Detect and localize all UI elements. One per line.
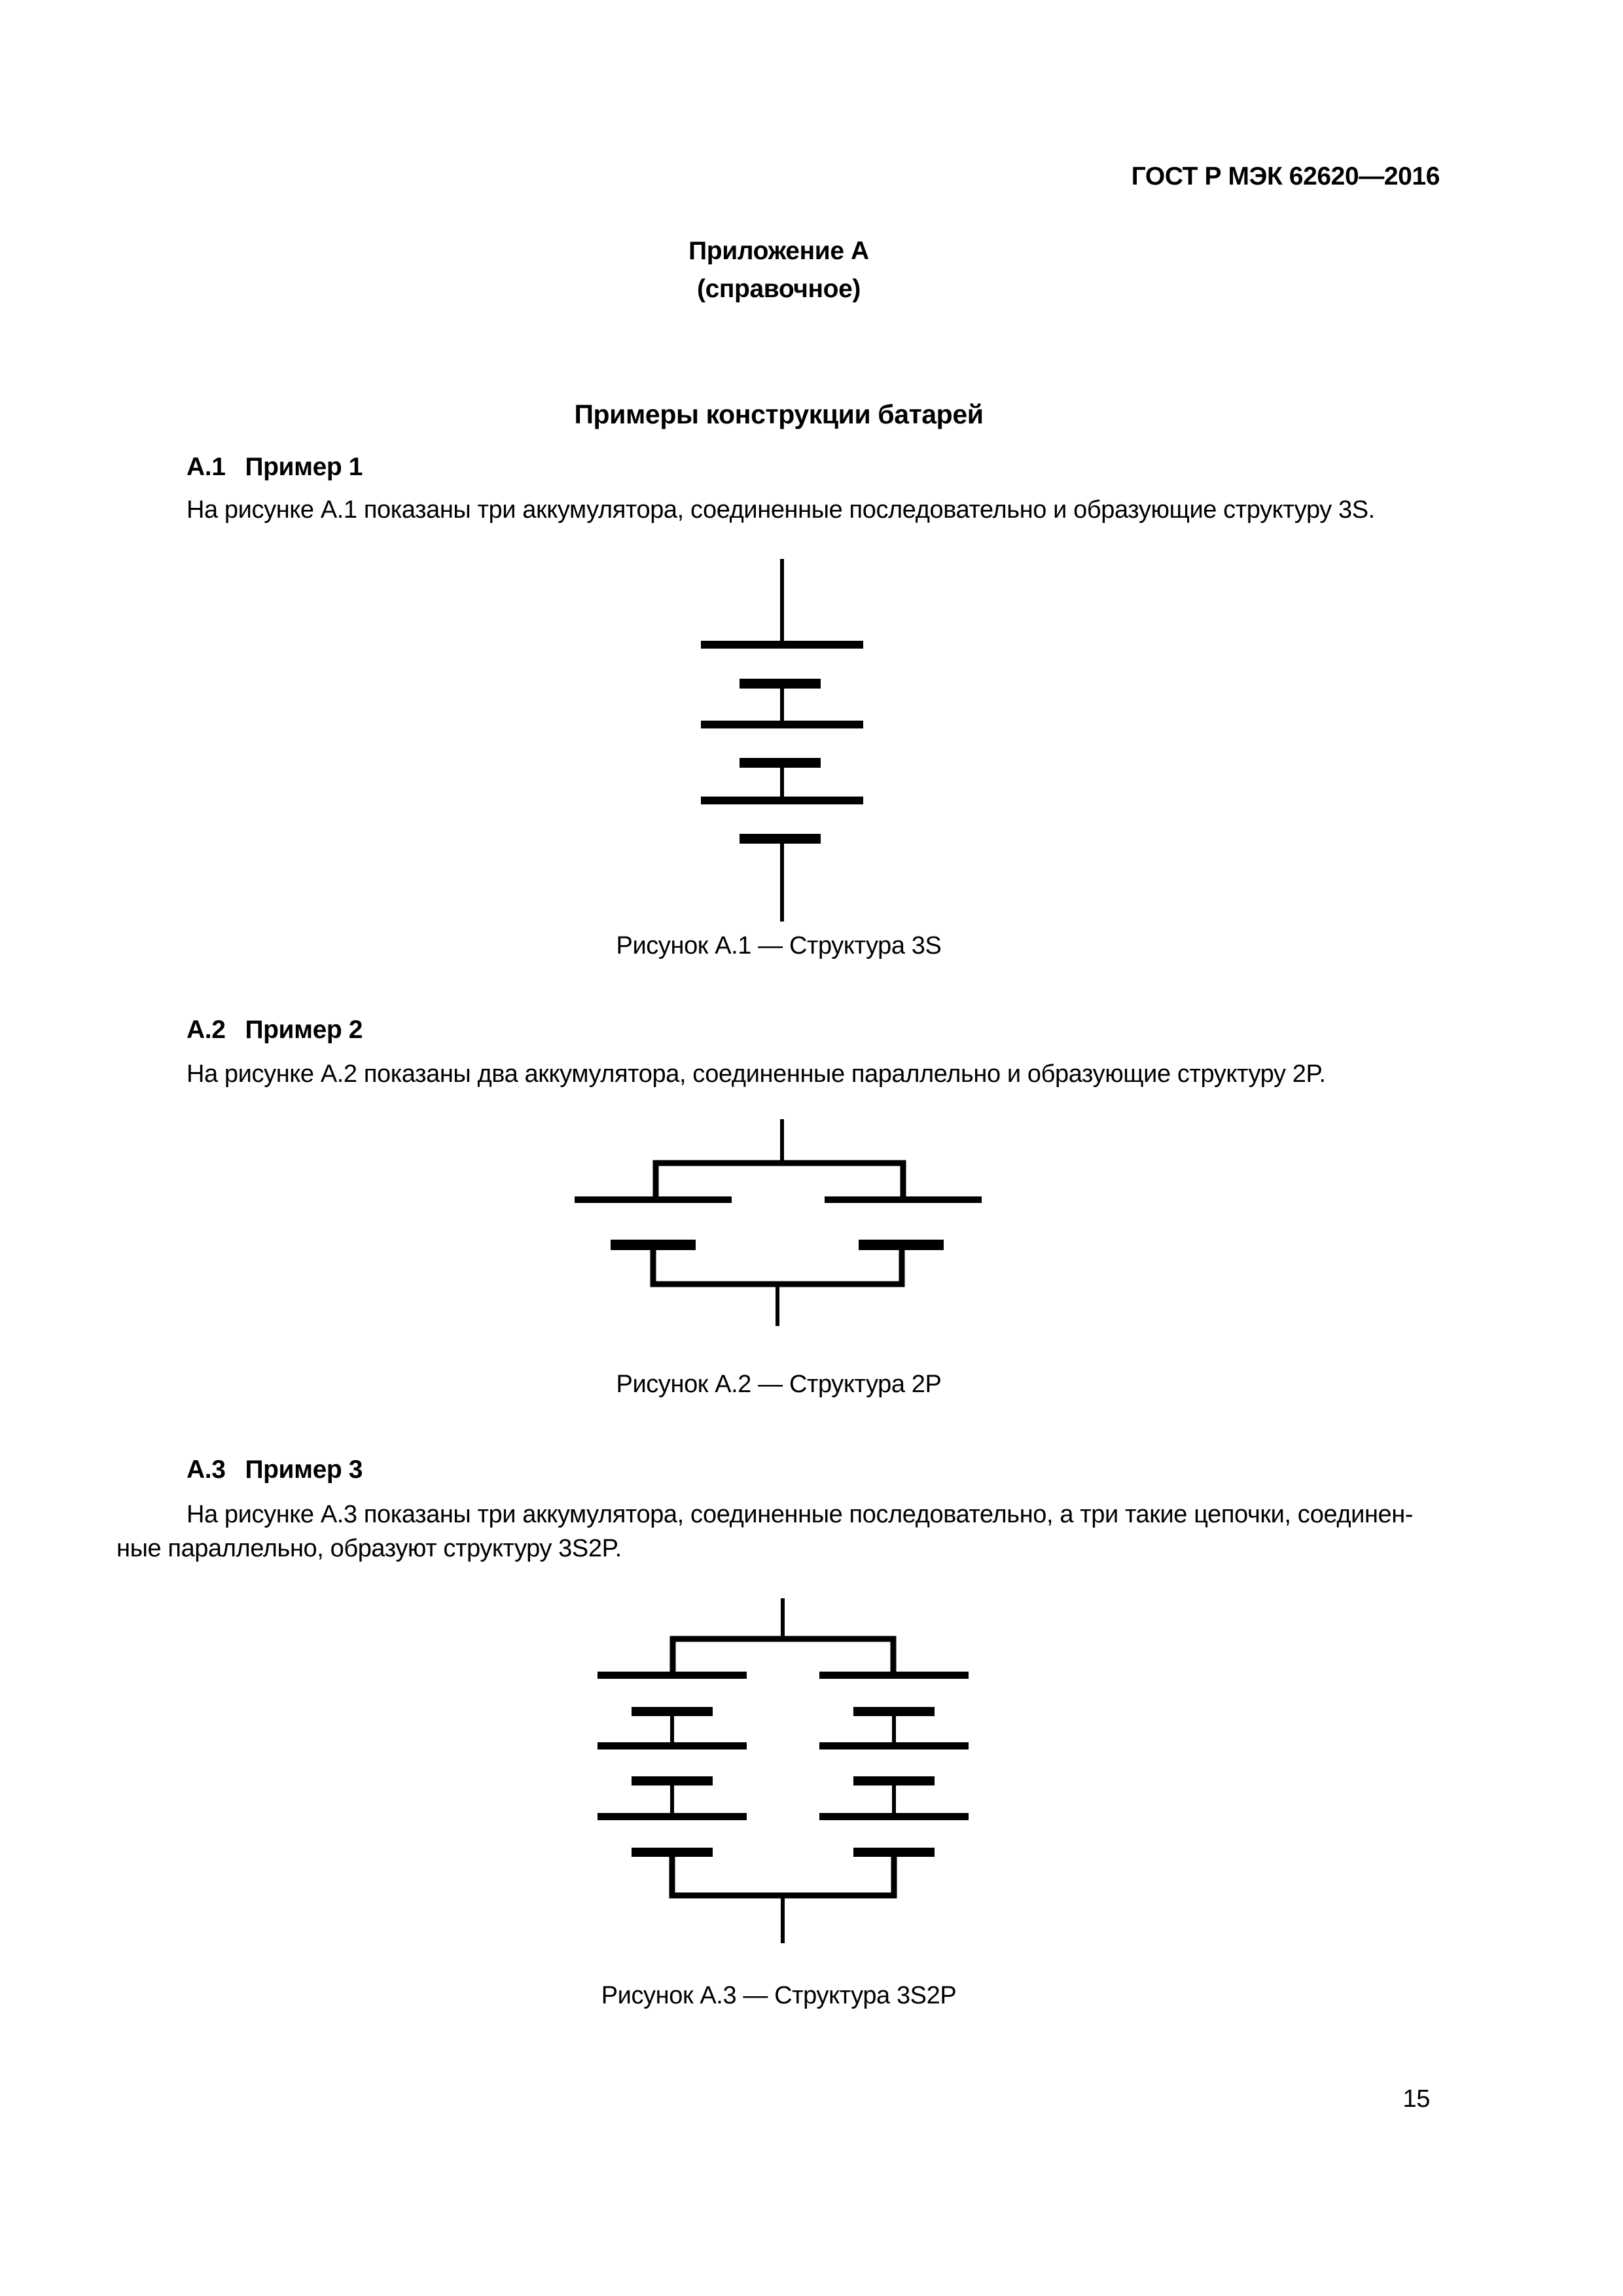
section-title: Пример 3: [245, 1456, 363, 1484]
negative-plate: [632, 1848, 713, 1857]
battery-cell: [701, 721, 863, 768]
positive-plate: [701, 721, 863, 728]
battery-cell: [575, 1196, 732, 1250]
section-number: А.3: [187, 1456, 226, 1484]
figure-a3-caption: Рисунок А.3 — Структура 3S2P: [601, 1982, 957, 2009]
section-heading-a1: А.1 Пример 1: [187, 453, 363, 482]
paragraph-a2: На рисунке А.2 показаны два аккумулятора…: [187, 1060, 1326, 1088]
annex-title: Приложение А: [688, 237, 869, 265]
page-number: 15: [1402, 2085, 1431, 2113]
negative-plate: [740, 834, 821, 844]
negative-plate: [853, 1848, 935, 1857]
positive-plate: [597, 1813, 747, 1820]
positive-plate: [597, 1742, 747, 1749]
negative-plate: [853, 1776, 935, 1785]
negative-plate: [853, 1707, 935, 1716]
section-number: А.1: [187, 453, 226, 481]
positive-plate: [819, 1813, 969, 1820]
positive-plate: [819, 1742, 969, 1749]
negative-plate: [611, 1240, 696, 1250]
negative-plate: [632, 1707, 713, 1716]
section-heading-a3: А.3 Пример 3: [187, 1456, 363, 1484]
positive-plate: [575, 1196, 732, 1203]
paragraph-a3-line2: ные параллельно, образуют структуру 3S2P…: [116, 1535, 622, 1562]
positive-plate: [701, 641, 863, 649]
figure-a1-battery-3s-diagram: [701, 559, 863, 922]
positive-plate: [819, 1672, 969, 1679]
battery-cell: [597, 1672, 747, 1716]
document-code-header: ГОСТ Р МЭК 62620—2016: [1131, 162, 1440, 190]
section-title: Пример 1: [245, 453, 363, 481]
battery-cell: [819, 1672, 969, 1716]
positive-plate: [825, 1196, 982, 1203]
annex-subtitle: (справочное): [697, 275, 861, 303]
section-title: Пример 2: [245, 1016, 363, 1044]
negative-plate: [859, 1240, 944, 1250]
section-number: А.2: [187, 1016, 226, 1044]
paragraph-a1: На рисунке А.1 показаны три аккумулятора…: [187, 496, 1375, 524]
positive-plate: [701, 797, 863, 804]
figure-a2-caption: Рисунок А.2 — Структура 2P: [616, 1371, 942, 1398]
figure-a3-battery-3s2p-diagram: [597, 1598, 969, 1943]
negative-plate: [740, 679, 821, 689]
section-heading-a2: А.2 Пример 2: [187, 1016, 363, 1045]
paragraph-a3-line1: На рисунке А.3 показаны три аккумулятора…: [187, 1501, 1414, 1528]
battery-cell: [819, 1813, 969, 1857]
positive-plate: [597, 1672, 747, 1679]
negative-plate: [632, 1776, 713, 1785]
battery-cell: [819, 1742, 969, 1785]
bus-bar: [669, 1636, 897, 1676]
page-title: Примеры конструкции батарей: [574, 399, 984, 429]
battery-cell: [597, 1813, 747, 1857]
negative-plate: [740, 758, 821, 768]
bus-bar: [669, 1856, 897, 1899]
battery-cell: [701, 641, 863, 689]
figure-a1-caption: Рисунок А.1 — Структура 3S: [616, 932, 942, 960]
bus-bar: [652, 1160, 906, 1199]
figure-a2-battery-2p-diagram: [575, 1119, 982, 1326]
battery-cell: [701, 797, 863, 844]
bus-bar: [650, 1249, 905, 1287]
battery-cell: [597, 1742, 747, 1785]
battery-cell: [825, 1196, 982, 1250]
